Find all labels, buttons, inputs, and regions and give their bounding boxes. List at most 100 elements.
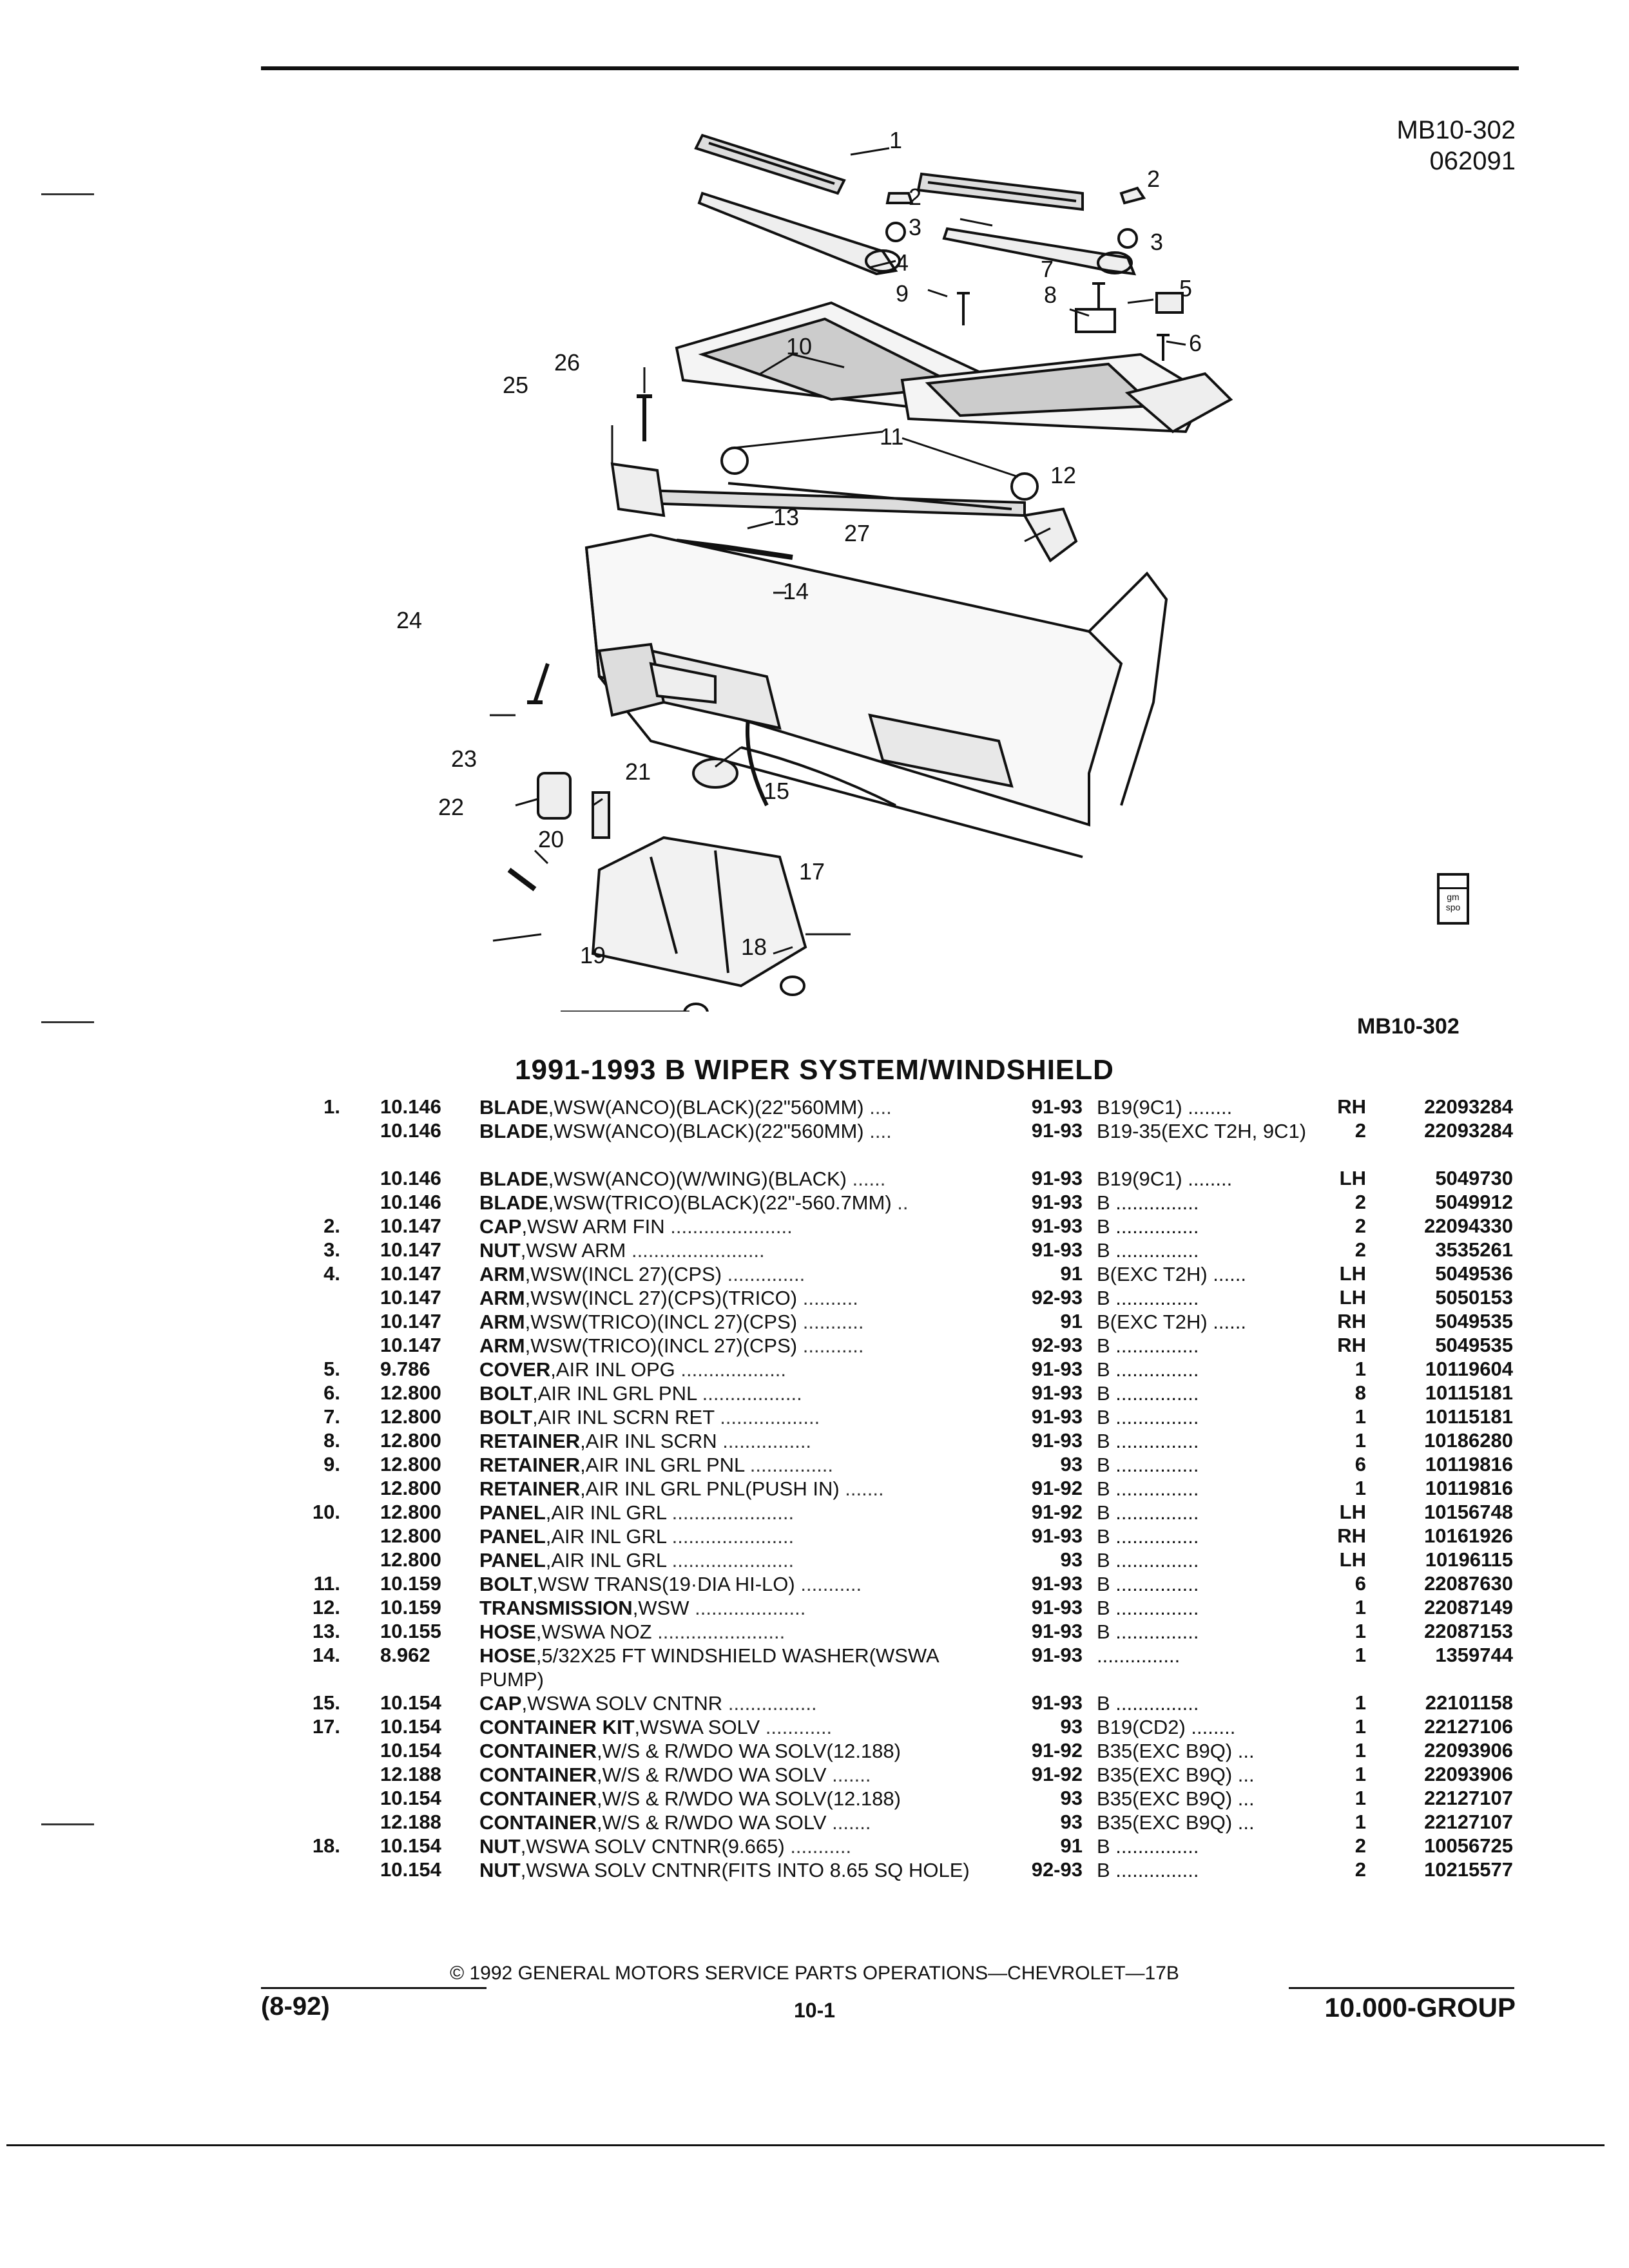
- part-spec: ,WSWA SOLV: [634, 1716, 760, 1738]
- part-spec: ,W/S & R/WDO WA SOLV: [596, 1763, 827, 1786]
- group-number: 10.147: [380, 1215, 441, 1237]
- arm-nut-right: [1117, 228, 1138, 249]
- group-number: 12.800: [380, 1453, 441, 1475]
- model-years: 91-92: [1031, 1763, 1083, 1785]
- quantity: 1: [1354, 1477, 1366, 1499]
- container-nut-19: [683, 1003, 709, 1012]
- leader-dots: ..................: [702, 1382, 802, 1405]
- quantity: 6: [1354, 1572, 1366, 1595]
- callout-20: 20: [538, 826, 564, 852]
- ref-number: 18.: [312, 1834, 340, 1857]
- ref-number: 17.: [312, 1715, 340, 1738]
- air-inlet-grille-panel: [675, 301, 1233, 434]
- part-description: CONTAINER,W/S & R/WDO WA SOLV(12.188): [479, 1739, 1008, 1763]
- part-description: CAP,WSWA SOLV CNTNR ................: [479, 1691, 1008, 1715]
- group-number: 12.800: [380, 1429, 441, 1452]
- part-description: NUT,WSWA SOLV CNTNR(FITS INTO 8.65 SQ HO…: [479, 1858, 1008, 1882]
- callout-7: 7: [1041, 256, 1054, 282]
- part-name: HOSE: [479, 1620, 536, 1643]
- part-number: 3535261: [1435, 1238, 1513, 1261]
- part-name: ARM: [479, 1287, 525, 1309]
- application: B19(9C1) ........: [1097, 1168, 1233, 1190]
- group-number: 10.147: [380, 1310, 441, 1332]
- part-spec: ,WSW(ANCO)(BLACK)(22"560MM): [548, 1120, 864, 1142]
- model-years: 91: [1060, 1262, 1083, 1285]
- group-number: 12.800: [380, 1405, 441, 1428]
- leader-dots: ...................: [680, 1358, 787, 1381]
- leader-dots: ...........: [790, 1835, 852, 1858]
- retainer-9: [957, 292, 970, 325]
- quantity: 2: [1354, 1119, 1366, 1142]
- wiper-motor: [597, 642, 717, 717]
- ref-number: 13.: [312, 1620, 340, 1642]
- part-description: BOLT,WSW TRANS(19·DIA HI-LO) ...........: [479, 1572, 1008, 1596]
- ref-number: 9.: [323, 1453, 340, 1475]
- application: B(EXC T2H) ......: [1097, 1311, 1246, 1333]
- part-spec: ,AIR INL GRL: [545, 1549, 666, 1571]
- washer-pump: [537, 772, 572, 820]
- part-name: BOLT: [479, 1382, 533, 1405]
- section-title: 1991-1993 B WIPER SYSTEM/WINDSHIELD: [515, 1054, 1114, 1086]
- application: B ...............: [1097, 1454, 1199, 1476]
- bolt-24: [527, 663, 550, 704]
- part-name: PANEL: [479, 1549, 546, 1571]
- ref-number: 3.: [323, 1238, 340, 1261]
- part-name: ARM: [479, 1334, 525, 1357]
- part-name: CONTAINER: [479, 1763, 597, 1786]
- callout-27: 27: [844, 520, 870, 546]
- part-spec: ,WSW ARM FIN: [521, 1215, 665, 1238]
- quantity: LH: [1339, 1262, 1366, 1285]
- bolt-6: [1157, 334, 1170, 361]
- part-spec: ,WSW: [632, 1597, 689, 1619]
- part-name: CAP: [479, 1215, 522, 1238]
- model-years: 93: [1060, 1811, 1083, 1833]
- application: B ...............: [1097, 1597, 1199, 1619]
- callout-18: 18: [741, 934, 767, 960]
- leader-dots: ......: [852, 1168, 886, 1190]
- part-name: TRANSMISSION: [479, 1597, 633, 1619]
- application: B ...............: [1097, 1620, 1199, 1643]
- quantity: 2: [1354, 1858, 1366, 1881]
- part-number: 5049730: [1435, 1167, 1513, 1189]
- part-description: BOLT,AIR INL GRL PNL ..................: [479, 1381, 1008, 1405]
- callout-2-left: 2: [909, 184, 921, 210]
- part-description: BLADE,WSW(TRICO)(BLACK)(22"-560.7MM) ..: [479, 1191, 1008, 1215]
- leader-dots: .......................: [657, 1620, 786, 1643]
- part-description: PANEL,AIR INL GRL ......................: [479, 1548, 1008, 1572]
- part-number: 10056725: [1424, 1834, 1513, 1857]
- leader-dots: ...........: [802, 1311, 864, 1333]
- quantity: 1: [1354, 1596, 1366, 1619]
- part-number: 5050153: [1435, 1286, 1513, 1309]
- model-years: 91-93: [1031, 1596, 1083, 1619]
- part-description: CONTAINER KIT,WSWA SOLV ............: [479, 1715, 1008, 1739]
- part-name: CONTAINER: [479, 1787, 597, 1810]
- part-description: TRANSMISSION,WSW ....................: [479, 1596, 1008, 1620]
- part-spec: ,WSW(TRICO)(BLACK)(22"-560.7MM): [548, 1191, 892, 1214]
- model-years: 93: [1060, 1453, 1083, 1475]
- model-years: 91-93: [1031, 1167, 1083, 1189]
- part-name: NUT: [479, 1239, 521, 1262]
- quantity: 1: [1354, 1739, 1366, 1762]
- callout-4: 4: [896, 249, 909, 276]
- callout-23: 23: [451, 745, 477, 772]
- application: B ...............: [1097, 1692, 1199, 1715]
- part-description: NUT,WSWA SOLV CNTNR(9.665) ...........: [479, 1834, 1008, 1858]
- group-number: 12.188: [380, 1811, 441, 1833]
- callout-13: 13: [773, 504, 799, 530]
- application: B35(EXC B9Q) ...: [1097, 1811, 1255, 1834]
- quantity: 1: [1354, 1620, 1366, 1642]
- group-number: 10.147: [380, 1286, 441, 1309]
- part-name: COVER: [479, 1358, 551, 1381]
- part-number: 22093906: [1424, 1763, 1513, 1785]
- part-number: 5049535: [1435, 1334, 1513, 1356]
- quantity: RH: [1337, 1334, 1366, 1356]
- wiper-arm-left: [697, 191, 901, 276]
- part-number: 5049536: [1435, 1262, 1513, 1285]
- part-number: 10186280: [1424, 1429, 1513, 1452]
- part-spec: ,WSW(INCL 27)(CPS)(TRICO): [525, 1287, 798, 1309]
- group-number: 10.147: [380, 1334, 441, 1356]
- model-years: 93: [1060, 1548, 1083, 1571]
- part-spec: ,WSW(INCL 27)(CPS): [525, 1263, 722, 1285]
- application: B ...............: [1097, 1406, 1199, 1428]
- bolt-26: [637, 394, 652, 441]
